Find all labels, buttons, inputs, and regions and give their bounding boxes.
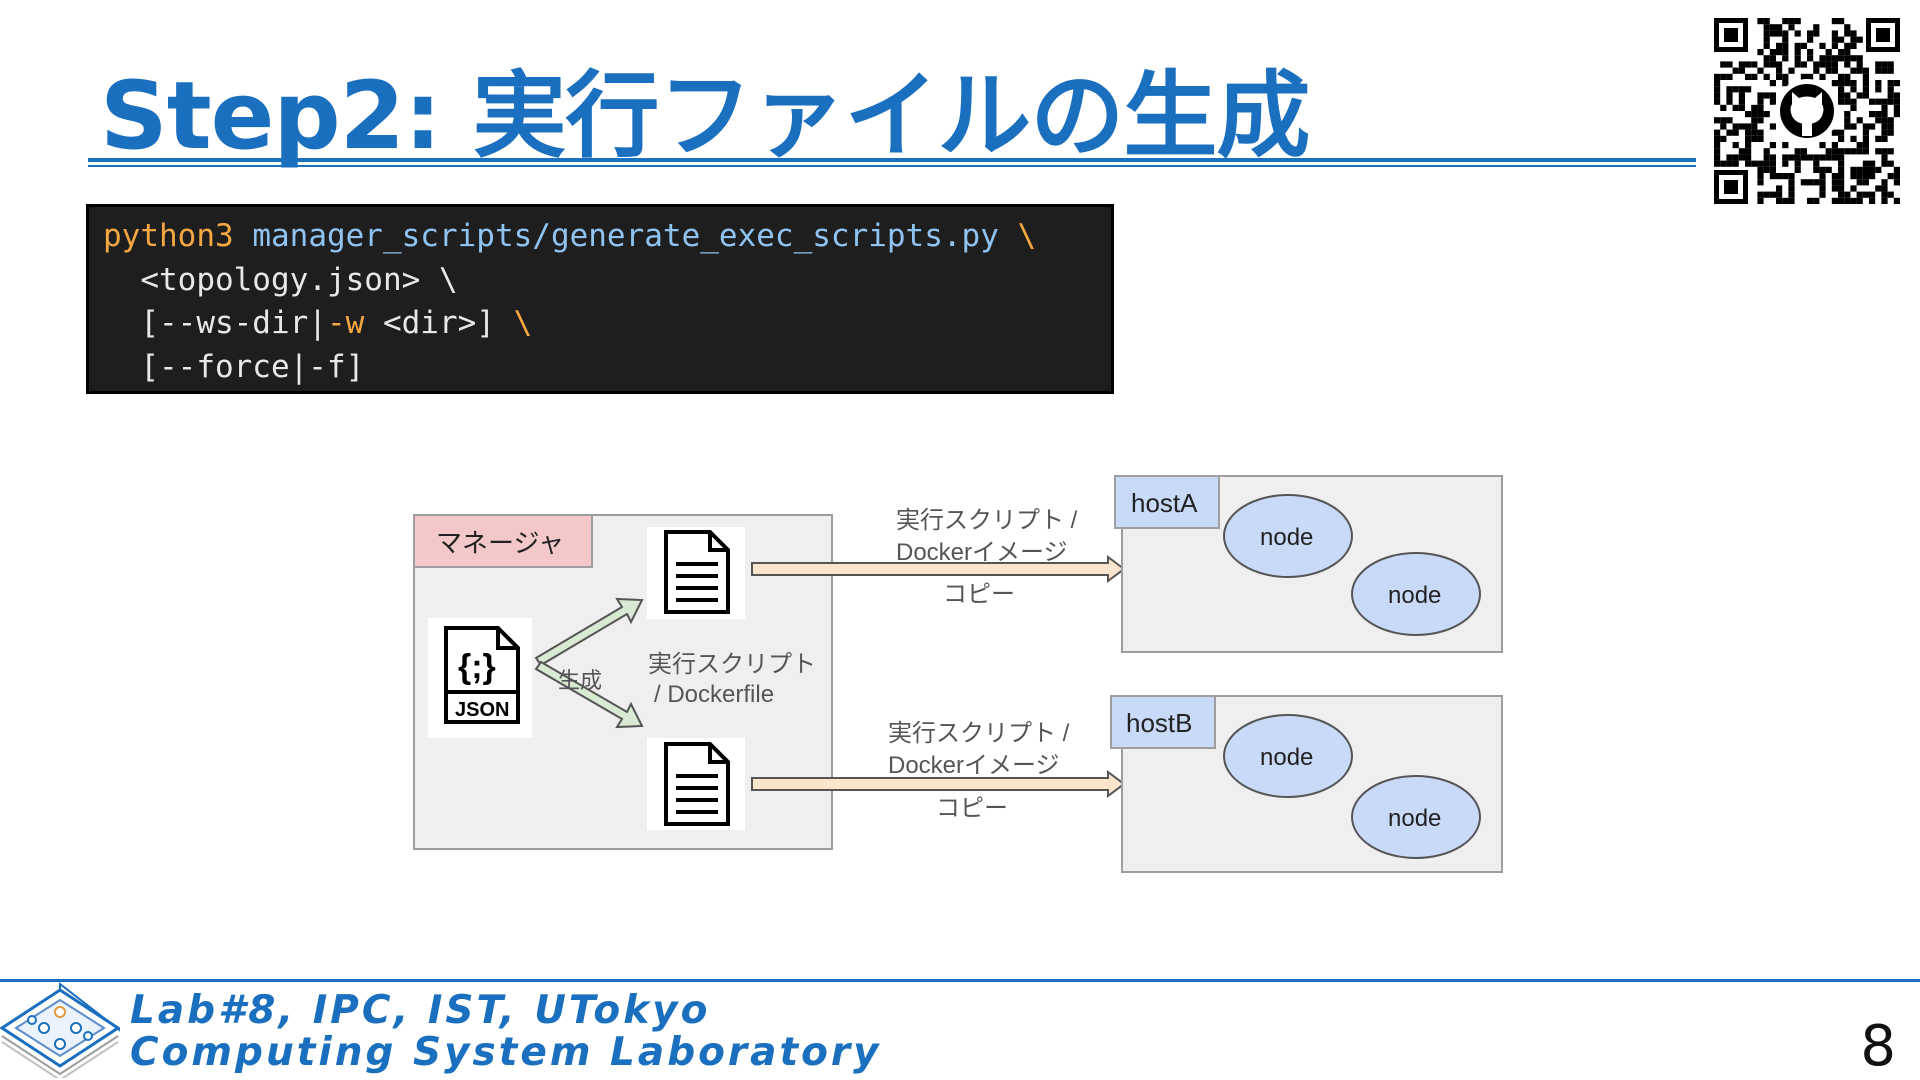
manager-label-box <box>413 514 593 568</box>
title-underline <box>88 158 1696 162</box>
document-icon-bottom <box>664 742 730 826</box>
copy-bottom-label-line1: 実行スクリプト / <box>888 720 1070 747</box>
lab-logo-icon <box>0 982 120 1078</box>
hostB-label-box <box>1110 695 1216 749</box>
json-icon-glyph: {;} <box>458 648 496 686</box>
hostA-label-box <box>1114 475 1220 529</box>
document-icon-top <box>664 530 730 614</box>
json-file-icon: {;} JSON <box>444 626 520 724</box>
footer-divider <box>0 979 1920 982</box>
hostA-node-1 <box>1223 494 1353 578</box>
footer-lab-name: Computing System Laboratory <box>130 1030 882 1075</box>
copy-arrow-bottom <box>751 770 1126 798</box>
command-code-block: python3 manager_scripts/generate_exec_sc… <box>86 204 1114 394</box>
hostB-node-1 <box>1223 714 1353 798</box>
page-number: 8 <box>1860 1014 1896 1079</box>
hostB-node-2-label: node <box>1388 805 1441 832</box>
code-option-long: [--ws-dir| <box>140 305 327 341</box>
generate-label: 生成 <box>558 668 602 693</box>
generate-arrow-down <box>534 660 644 729</box>
manager-label: マネージャ <box>436 528 564 558</box>
scripts-label-line2: / Dockerfile <box>654 681 774 708</box>
hostA-label: hostA <box>1131 488 1198 518</box>
hostB-node-1-label: node <box>1260 744 1313 771</box>
copy-top-label-line3: コピー <box>943 581 1015 608</box>
code-option-short: -w <box>326 305 365 341</box>
code-line-3: [--ws-dir|-w <dir>] \ <box>140 305 532 341</box>
json-icon-label: JSON <box>455 699 509 721</box>
copy-arrow-top <box>751 555 1126 583</box>
hostB-label: hostB <box>1126 708 1193 738</box>
hostA-node-2-label: node <box>1388 582 1441 609</box>
slide-title: Step2: 実行ファイルの生成 <box>100 62 1310 171</box>
qr-code-icon[interactable] <box>1712 16 1902 206</box>
code-line-continuation: \ <box>513 305 533 341</box>
code-script-path: manager_scripts/generate_exec_scripts.py <box>252 218 999 254</box>
copy-top-label-line2: Dockerイメージ <box>896 539 1068 566</box>
code-option-arg: <dir>] <box>364 305 495 341</box>
footer-lab-affiliation: Lab#8, IPC, IST, UTokyo <box>130 988 711 1033</box>
scripts-label-line1: 実行スクリプト <box>648 651 816 678</box>
hostA-node-2 <box>1351 552 1481 636</box>
title-underline-thin <box>88 165 1696 167</box>
copy-bottom-label-line3: コピー <box>936 795 1008 822</box>
code-line-1: python3 manager_scripts/generate_exec_sc… <box>103 218 1036 254</box>
copy-top-label-line1: 実行スクリプト / <box>896 507 1078 534</box>
generate-arrow-up <box>534 597 644 667</box>
hostB-node-2 <box>1351 775 1481 859</box>
code-command: python3 <box>103 218 234 254</box>
copy-bottom-label-line2: Dockerイメージ <box>888 752 1060 779</box>
code-line-2: <topology.json> \ <box>140 261 458 298</box>
code-line-continuation: \ <box>1017 218 1037 254</box>
hostA-node-1-label: node <box>1260 524 1313 551</box>
code-line-4: [--force|-f] <box>140 348 365 385</box>
